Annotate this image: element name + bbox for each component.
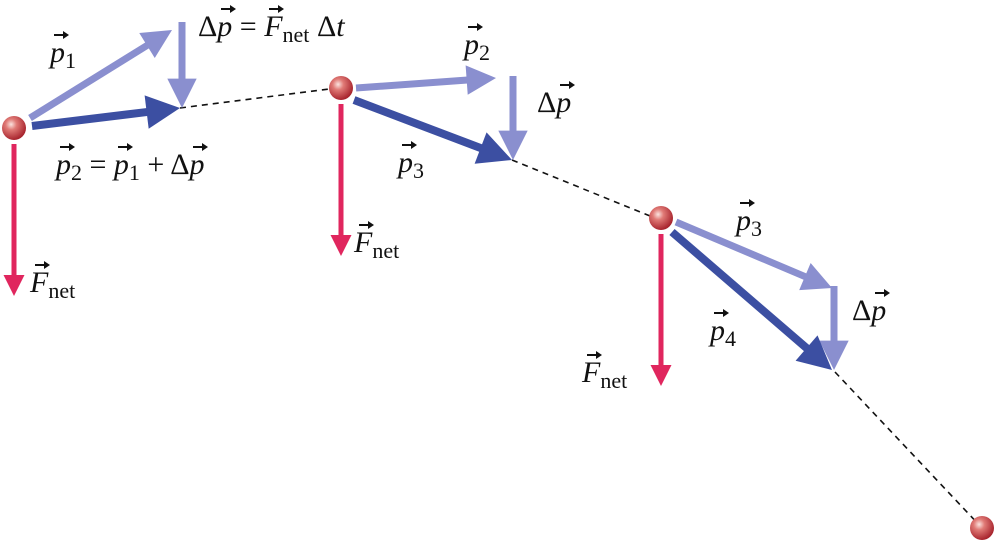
arrow-p4-head [795, 335, 832, 370]
arrow-p3-shaft [352, 96, 483, 153]
label-delta-p-3: Δp [852, 288, 891, 327]
ball-1 [2, 116, 26, 140]
label-p1: p1 [50, 30, 76, 73]
ball-3 [649, 206, 673, 230]
label-p3-a: p3 [398, 140, 424, 183]
label-p3-b: p3 [736, 198, 762, 241]
label-p4: p4 [710, 308, 736, 351]
arrow-delta-p-1 [167, 22, 197, 108]
arrow-p2 [31, 95, 180, 130]
arrow-p1-head [139, 30, 172, 58]
trajectory-path [179, 87, 983, 529]
arrow-p2-head [144, 95, 180, 129]
arrow-delta-p-2-head [498, 130, 528, 160]
label-p2-equation: p2 = p1 + Δp [56, 142, 209, 185]
arrow-fnet-2 [330, 104, 352, 256]
arrow-p2-b-shaft [355, 76, 468, 92]
arrow-p3-b-head [799, 263, 832, 291]
arrow-p3 [352, 96, 512, 164]
arrow-p3-b-shaft [674, 218, 808, 281]
arrow-fnet-1-head [3, 275, 25, 296]
arrow-p2-b [355, 65, 496, 95]
arrow-fnet-3-head [650, 365, 672, 386]
arrow-p3-head [474, 132, 512, 164]
arrow-fnet-3 [650, 234, 672, 386]
arrow-delta-p-1-head [167, 78, 197, 108]
arrow-delta-p-2 [498, 76, 528, 160]
label-p2: p2 [464, 22, 490, 65]
ball-2 [329, 76, 353, 100]
label-fnet-1: Fnet [30, 260, 76, 303]
arrow-fnet-2-head [330, 235, 352, 256]
arrow-p1 [28, 30, 172, 121]
arrow-p4-shaft [669, 228, 810, 352]
arrow-p1-shaft [28, 41, 150, 121]
arrow-p4 [669, 228, 832, 370]
arrow-p2-shaft [31, 107, 149, 130]
label-fnet-2: Fnet [354, 220, 400, 263]
arrow-p2-b-head [465, 65, 496, 95]
ball-4 [970, 516, 994, 540]
label-delta-p-equation: Δp = Fnet Δt [198, 4, 345, 47]
arrow-fnet-1 [3, 144, 25, 296]
arrow-delta-p-3-head [819, 340, 849, 370]
arrow-p3-b [674, 218, 832, 291]
label-delta-p-2: Δp [537, 80, 576, 119]
label-fnet-3: Fnet [582, 350, 628, 393]
arrow-delta-p-3 [819, 286, 849, 370]
